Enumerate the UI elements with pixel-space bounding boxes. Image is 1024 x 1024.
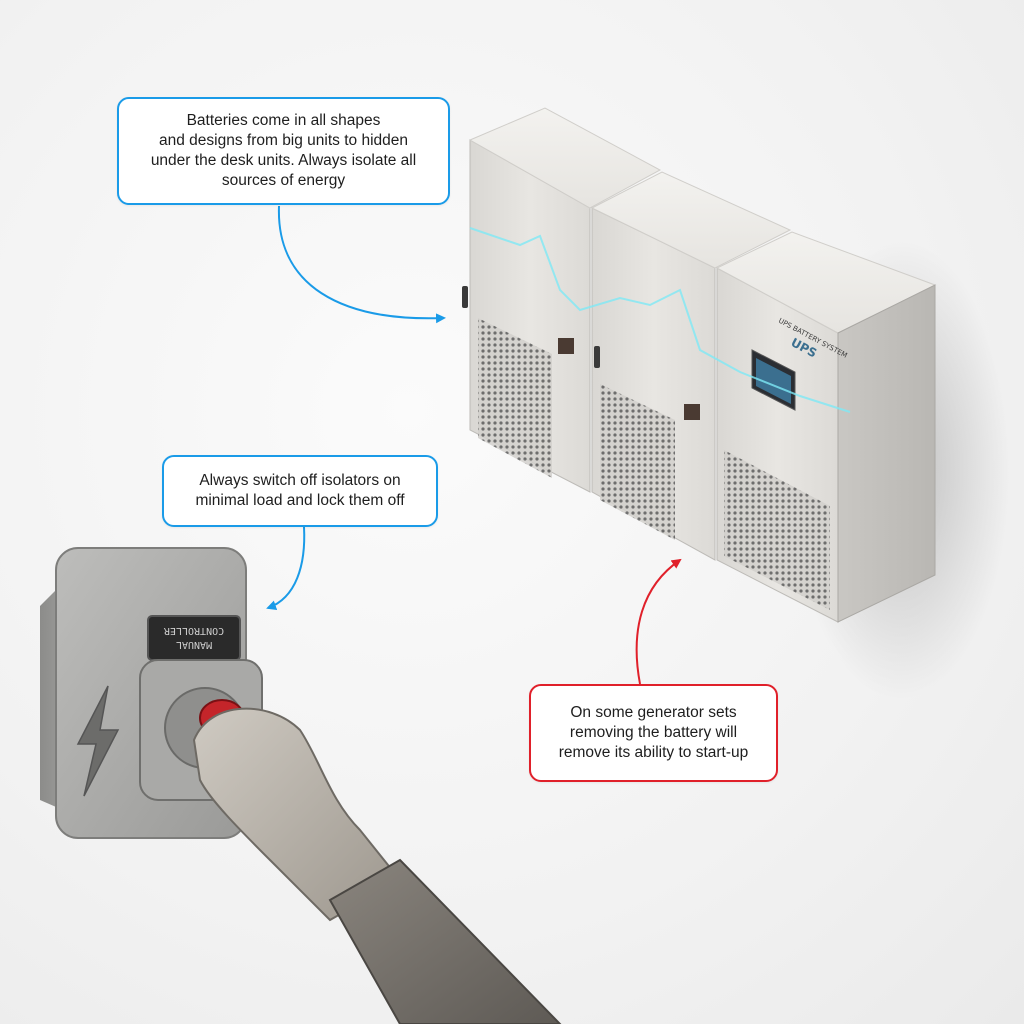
callout-isolators-arrow (266, 526, 306, 611)
cabinet-right-vent (724, 450, 830, 610)
callout-isolators: Always switch off isolators on minimal l… (162, 455, 438, 527)
callout-batteries-arrow (277, 205, 446, 324)
switch-label-plate (147, 615, 241, 661)
lightning-bolt-icon (76, 685, 120, 797)
callout-batteries-text: Batteries come in all shapes and designs… (150, 112, 417, 189)
callout-generator: On some generator sets removing the batt… (529, 684, 778, 782)
cabinet-left-handle (462, 286, 468, 308)
glow-data-line (469, 227, 851, 413)
cabinet-right: UPS BATTERY SYSTEM UPS (715, 231, 937, 623)
touch-screen-display (756, 358, 791, 404)
manual-controller-group: MANUAL CONTROLLER (40, 547, 562, 1024)
callout-generator-arrow (635, 558, 682, 685)
cabinet-middle (590, 171, 792, 561)
warning-label-left (558, 338, 574, 354)
warning-label-middle (684, 404, 700, 420)
switch-label-line2: CONTROLLER (163, 625, 224, 636)
ups-cabinet-group: UPS BATTERY SYSTEM UPS (462, 107, 1010, 700)
callout-generator-text: On some generator sets removing the batt… (558, 704, 749, 761)
gloved-hand (192, 707, 402, 922)
cabinet-left (462, 107, 662, 493)
cabinet-middle-vent (600, 384, 675, 540)
callout-batteries: Batteries come in all shapes and designs… (117, 97, 450, 205)
cabinet-left-vent (478, 318, 552, 478)
switch-label-line1: MANUAL (176, 639, 212, 650)
cabinet-middle-handle (594, 346, 600, 368)
worker-sleeve (328, 858, 562, 1024)
callout-isolators-text: Always switch off isolators on minimal l… (195, 472, 405, 509)
